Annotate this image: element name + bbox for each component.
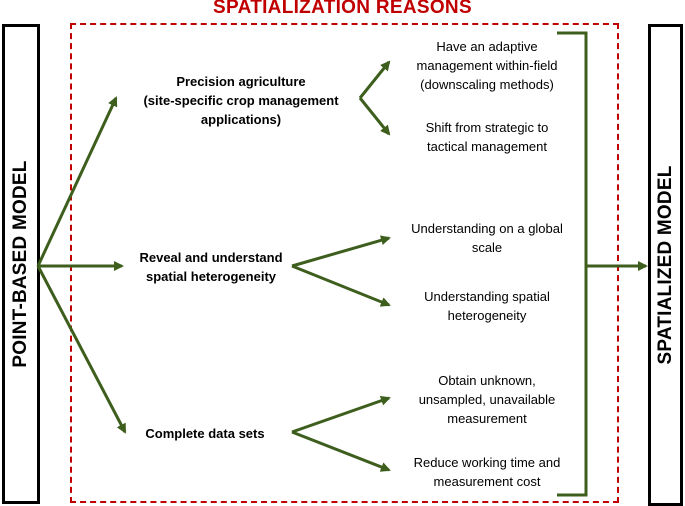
arrow-to-adaptive-management [358, 60, 391, 99]
reason-spatial-heterogeneity: Reveal and understand spatial heterogene… [139, 250, 283, 284]
reason-precision-agriculture: Precision agriculture (site-specific cro… [143, 74, 339, 127]
arrow-to-unknown-measurement [291, 395, 391, 434]
outcome-tactical-management: Shift from strategic to tactical managem… [425, 120, 549, 154]
diagram-title: SPATIALIZATION REASONS [213, 0, 472, 18]
arrow-to-complete-data-sets [36, 265, 127, 434]
outcome-spatial-heterogeneity: Understanding spatial heterogeneity [424, 289, 550, 323]
outcome-adaptive-management: Have an adaptive management within-field… [416, 39, 558, 92]
arrow-to-reduce-cost [291, 430, 391, 472]
arrow-to-tactical-management [358, 97, 391, 136]
arrow-to-global-scale [291, 235, 391, 268]
spatialized-model-box: SPATIALIZED MODEL [648, 24, 683, 506]
spatialization-reasons-frame [70, 23, 619, 503]
outcome-reduce-cost: Reduce working time and measurement cost [413, 455, 561, 489]
outcome-global-scale: Understanding on a global scale [411, 221, 563, 255]
arrow-to-understanding-heterogeneity [291, 264, 391, 307]
outcomes-bracket [557, 31, 588, 497]
arrow-to-precision-agriculture [36, 96, 118, 267]
reason-complete-data-sets: Complete data sets [145, 426, 265, 441]
outcome-unknown-measurement: Obtain unknown, unsampled, unavailable m… [418, 373, 556, 426]
